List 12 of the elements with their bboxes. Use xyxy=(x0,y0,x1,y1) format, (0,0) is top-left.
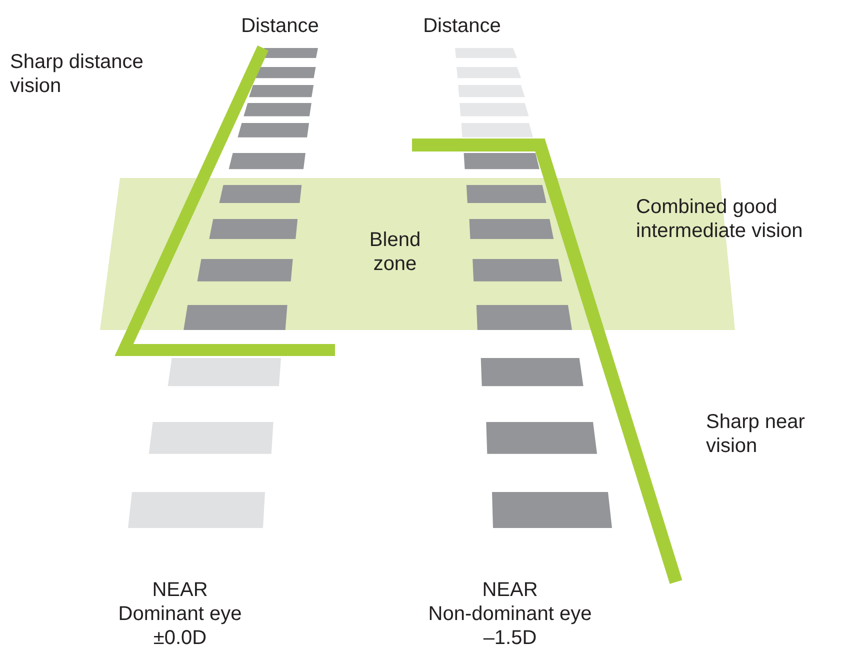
distance-label: Distance xyxy=(422,14,502,38)
vision-zone-label: Sharp near vision xyxy=(706,410,806,458)
eye-label: Non-dominant eye xyxy=(427,602,593,626)
vision-zone-label: Combined good intermediate vision xyxy=(636,195,804,243)
power-label: –1.5D xyxy=(482,626,538,650)
power-label: ±0.0D xyxy=(152,626,208,650)
near-label: NEAR xyxy=(151,578,209,602)
eye-label: Dominant eye xyxy=(117,602,243,626)
vision-zone-label: Sharp distance vision xyxy=(10,50,144,98)
distance-label: Distance xyxy=(240,14,320,38)
zone-label: Blend zone xyxy=(368,228,422,276)
near-label: NEAR xyxy=(481,578,539,602)
